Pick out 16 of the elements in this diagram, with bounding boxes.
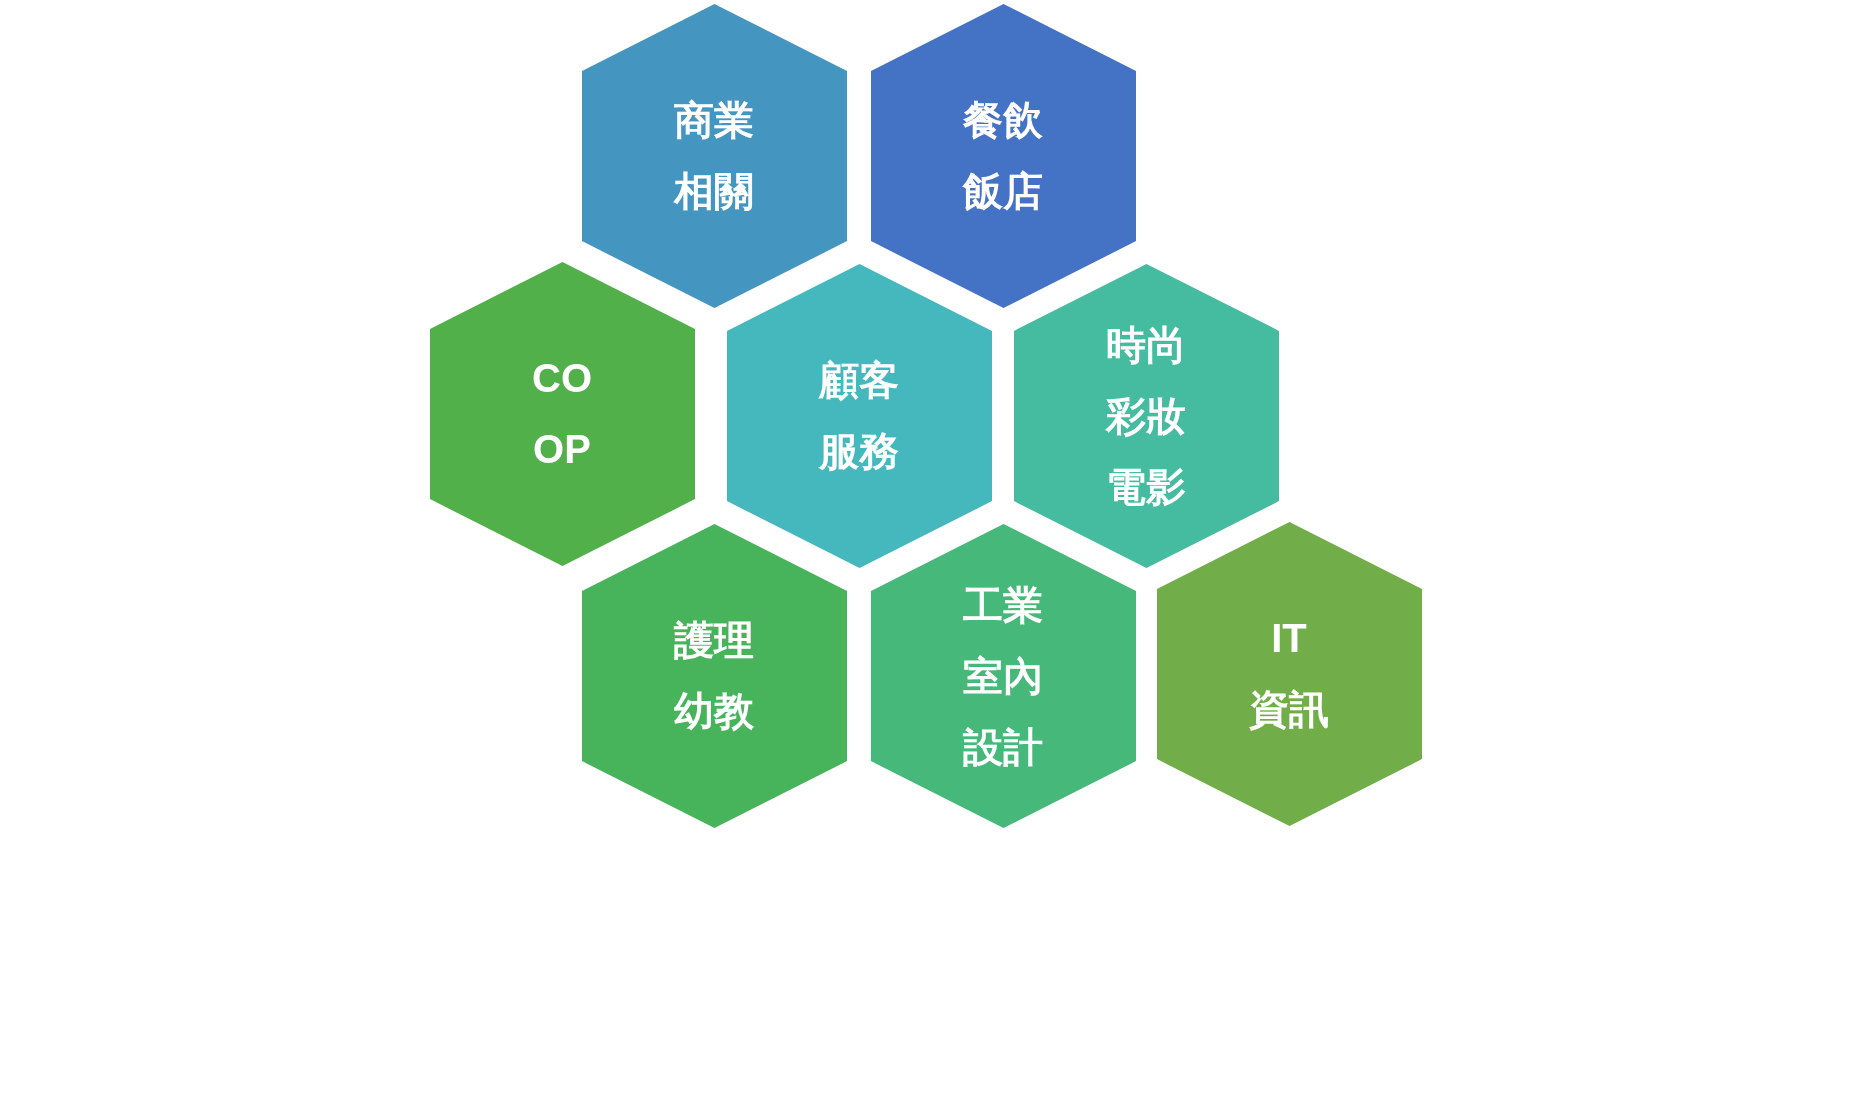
tile-label: 護理幼教 bbox=[673, 617, 755, 735]
hexagon-tile bbox=[1156, 522, 1422, 826]
hexagon-tile bbox=[870, 524, 1136, 828]
tile-label: 時尚彩妝電影 bbox=[1105, 321, 1187, 511]
tile-label: CO OP bbox=[531, 355, 593, 473]
tile-label: 餐飲飯店 bbox=[962, 97, 1044, 215]
hexagon-tile bbox=[1013, 264, 1279, 568]
tile-label: 工業室內設計 bbox=[962, 581, 1044, 771]
tile-label: 商業相關 bbox=[673, 97, 755, 215]
hexagon-tile bbox=[581, 4, 847, 308]
hexagon-tile bbox=[429, 262, 695, 566]
tile-label: 顧客服務 bbox=[818, 357, 900, 475]
hexagon-tile bbox=[726, 264, 992, 568]
hexagon-tile bbox=[870, 4, 1136, 308]
hexagon-tile bbox=[581, 524, 847, 828]
tile-label: IT 資訊 bbox=[1248, 615, 1330, 733]
